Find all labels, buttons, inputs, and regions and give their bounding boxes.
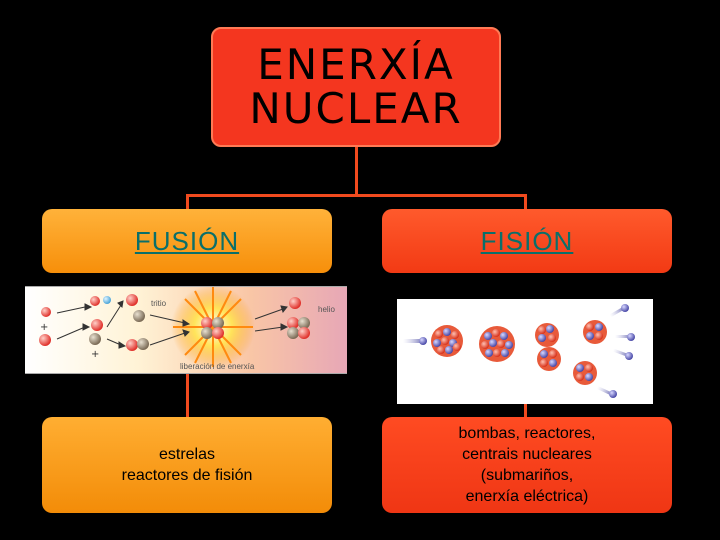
connector-fusion-img-to-desc <box>186 372 189 417</box>
connector-fision-down <box>524 194 527 209</box>
fusion-illustration: + + tritio helio liberación de enerxía <box>25 285 347 374</box>
neutron-icon <box>289 297 301 309</box>
splitting-nucleus-icon <box>535 323 561 371</box>
fision-illustration <box>397 299 653 404</box>
connector-fision-img-to-desc <box>524 404 527 417</box>
title-box: ENERXÍA NUCLEAR <box>211 27 501 147</box>
released-neutrons-icon <box>596 304 635 398</box>
fused-nucleus-icon <box>201 317 224 339</box>
connector-horizontal <box>186 194 526 197</box>
svg-text:+: + <box>40 322 48 333</box>
deuterium-nuclei-icon <box>39 294 149 351</box>
fusion-heading: FUSIÓN <box>134 225 240 256</box>
fision-diagram-svg <box>403 304 635 398</box>
fusion-diagram-svg: + + <box>39 285 310 369</box>
label-tritio: tritio <box>151 299 167 308</box>
fision-box: FISIÓN <box>382 209 672 273</box>
fission-products-icon <box>573 320 607 385</box>
uranium-nucleus-icon <box>431 325 463 357</box>
fusion-box: FUSIÓN <box>42 209 332 273</box>
diagram-title: ENERXÍA NUCLEAR <box>249 40 463 133</box>
label-liberacion: liberación de enerxía <box>180 362 255 371</box>
connector-fusion-down <box>186 194 189 209</box>
fusion-description-box: estrelas reactores de fisión <box>42 417 332 513</box>
fision-heading: FISIÓN <box>480 225 574 256</box>
energy-burst-icon <box>171 285 255 369</box>
svg-text:+: + <box>91 349 99 360</box>
fision-description: bombas, reactores, centrais nucleares (s… <box>458 425 596 505</box>
fusion-description: estrelas reactores de fisión <box>121 446 253 484</box>
connector-title-down <box>355 147 358 195</box>
unstable-nucleus-icon <box>479 326 515 362</box>
label-helio: helio <box>318 305 335 314</box>
helium-nucleus-icon <box>287 317 310 339</box>
incoming-neutron-icon <box>403 337 427 345</box>
reaction-arrows-icon <box>56 300 289 349</box>
fision-description-box: bombas, reactores, centrais nucleares (s… <box>382 417 672 513</box>
